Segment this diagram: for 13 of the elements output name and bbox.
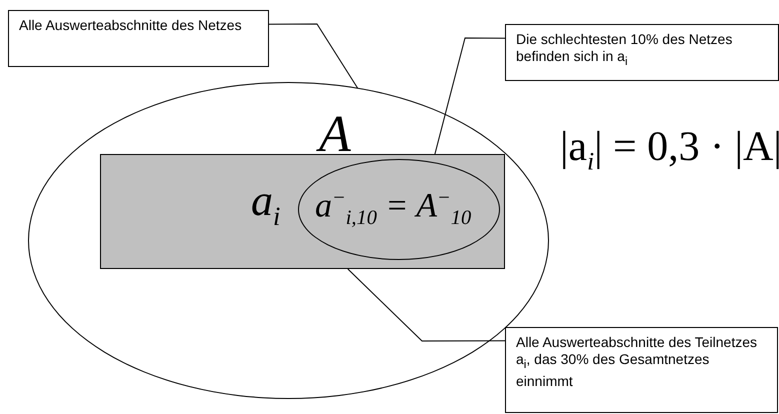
leader-line: [268, 24, 358, 89]
subset-symbol: a$_{i}$: [251, 179, 280, 230]
leader-line: [434, 38, 506, 154]
callout-box: [505, 327, 778, 413]
callout-text: Alle Auswerteabschnitte des Teilnetzes a$_{i}$, das 30% des Gesamtnetzes einnimmt: [516, 334, 758, 390]
callout-text: Die schlechtesten 10% des Netzes befinden sich in a$_{i}$: [516, 31, 734, 70]
subset-rectangle: [100, 154, 505, 269]
callout-text: Alle Auswerteabschnitte des Netzes: [19, 17, 243, 34]
callout-box: [505, 24, 779, 81]
subset-ellipse: [298, 159, 500, 260]
callout-box: [8, 10, 269, 67]
formula: |a$_{i}$| = 0,3 · |A|: [560, 124, 779, 176]
leader-line: [347, 268, 506, 342]
